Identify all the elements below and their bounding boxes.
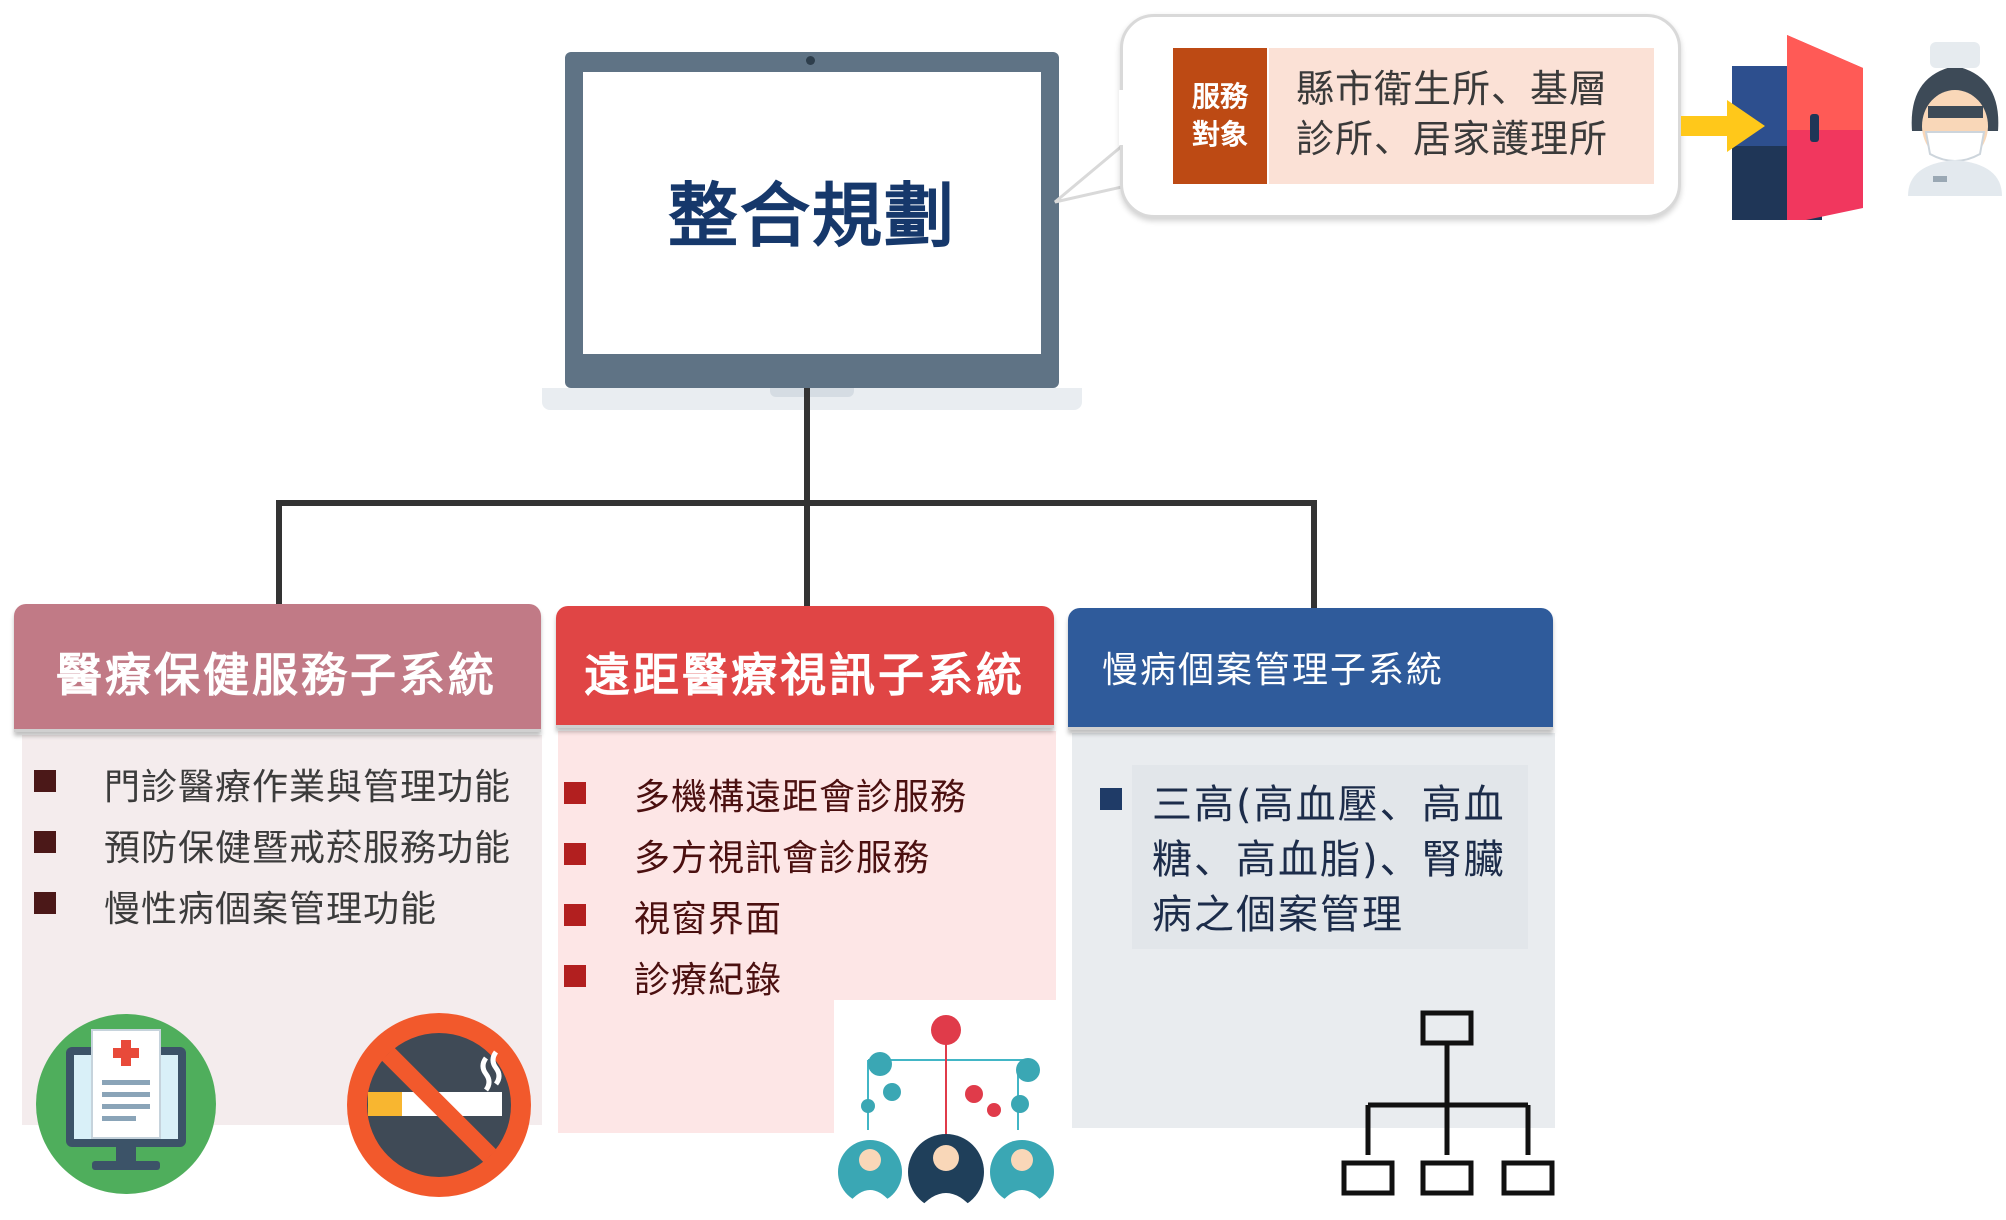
no-smoking-icon <box>347 1013 531 1197</box>
bubble-tail-cover <box>1119 90 1127 145</box>
connector-trunk <box>804 388 810 608</box>
telemedicine-network-icon <box>834 1000 1064 1220</box>
bullet-icon <box>564 782 586 804</box>
laptop-screen <box>583 72 1041 354</box>
bullet-icon <box>564 843 586 865</box>
nurse-icon <box>1908 42 2002 196</box>
bullet-icon <box>34 831 56 853</box>
center-title: 整合規劃 <box>668 175 956 257</box>
service-tag: 服務對象 <box>1173 48 1267 184</box>
column-2-list: 多機構遠距會診服務 多方視訊會診服務 視窗界面 診療紀錄 <box>564 768 967 1012</box>
column-2-header: 遠距醫療視訊子系統 <box>556 606 1054 728</box>
column-1-list: 門診醫療作業與管理功能 預防保健暨戒菸服務功能 慢性病個案管理功能 <box>34 758 511 941</box>
list-item: 慢性病個案管理功能 <box>34 880 511 941</box>
list-item: 預防保健暨戒菸服務功能 <box>34 819 511 880</box>
list-item: 視窗界面 <box>564 890 967 951</box>
connector-right <box>1311 500 1317 608</box>
bullet-icon <box>564 965 586 987</box>
bullet-icon <box>564 904 586 926</box>
chronic-item-box <box>1132 765 1528 949</box>
medical-record-monitor-icon <box>36 1014 216 1194</box>
list-item: 三高(高血壓、高血糖、高血脂)、腎臟病之個案管理 <box>1100 778 1512 943</box>
bullet-icon <box>1100 788 1122 810</box>
list-item: 診療紀錄 <box>564 951 967 1012</box>
connector-left <box>276 500 282 606</box>
column-3-header: 慢病個案管理子系統 <box>1068 608 1553 730</box>
connector-horizontal <box>276 500 1317 506</box>
laptop-base-notch <box>770 388 854 397</box>
bullet-icon <box>34 892 56 914</box>
hierarchy-chart-icon <box>1341 1010 1555 1196</box>
column-1-header: 醫療保健服務子系統 <box>14 604 541 732</box>
laptop-base <box>542 388 1082 410</box>
door-entry-icon <box>1681 35 1863 220</box>
service-targets: 縣市衛生所、基層診所、居家護理所 <box>1269 48 1654 184</box>
column-3-list: 三高(高血壓、高血糖、高血脂)、腎臟病之個案管理 <box>1100 778 1512 943</box>
laptop-camera <box>806 56 815 65</box>
list-item: 多機構遠距會診服務 <box>564 768 967 829</box>
bullet-icon <box>34 770 56 792</box>
list-item: 多方視訊會診服務 <box>564 829 967 890</box>
list-item: 門診醫療作業與管理功能 <box>34 758 511 819</box>
